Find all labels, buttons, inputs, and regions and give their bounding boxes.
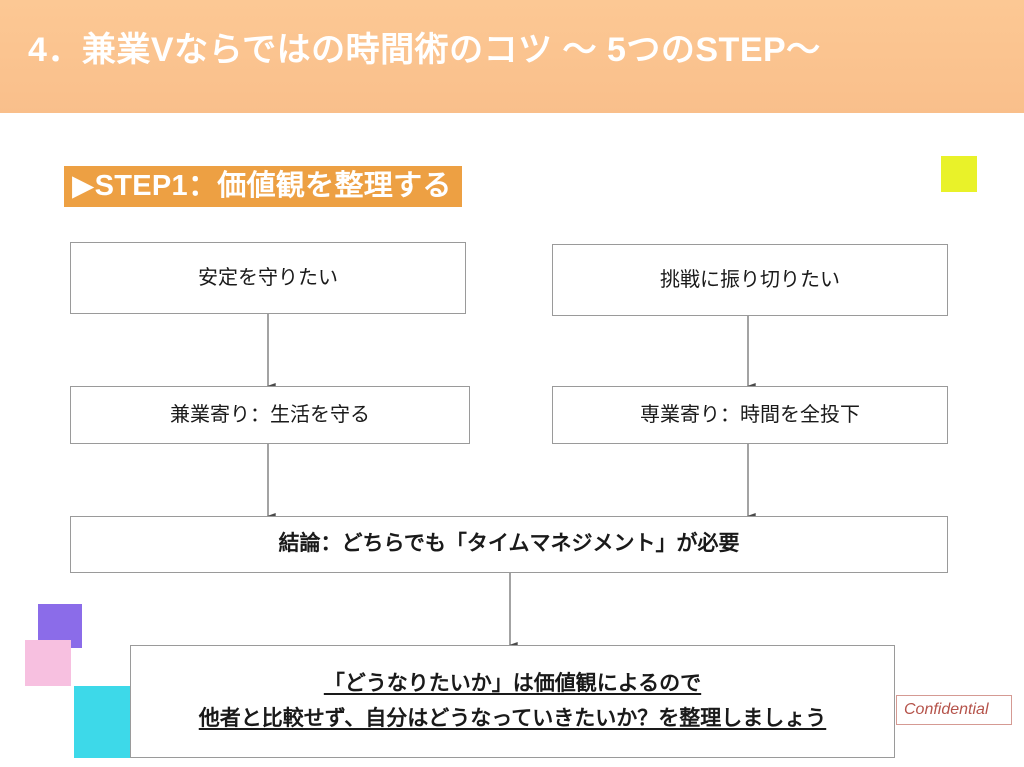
flow-box-conclusion-label: 結論：どちらでも「タイムマネジメント」が必要 <box>278 532 740 556</box>
flow-box-challenge-label: 挑戦に振り切りたい <box>660 268 840 291</box>
flow-box-stability: 安定を守りたい <box>70 242 466 314</box>
flow-box-side-job: 兼業寄り：生活を守る <box>70 386 470 444</box>
flow-box-challenge: 挑戦に振り切りたい <box>552 244 948 316</box>
confidential-badge: Confidential <box>896 695 1012 725</box>
flow-box-summary: 「どうなりたいか」は価値観によるので 他者と比較せず、自分はどうなっていきたいか… <box>130 645 895 758</box>
flow-box-summary-line2: 他者と比較せず、自分はどうなっていきたいか？を整理しましょう <box>198 706 827 730</box>
confidential-label: Confidential <box>904 701 989 718</box>
flow-box-stability-label: 安定を守りたい <box>198 266 338 289</box>
step-banner-label: ▶STEP1：価値観を整理する <box>72 170 452 202</box>
flow-box-full-time-label: 専業寄り：時間を全投下 <box>640 403 860 426</box>
flow-box-full-time: 専業寄り：時間を全投下 <box>552 386 948 444</box>
flow-box-conclusion: 結論：どちらでも「タイムマネジメント」が必要 <box>70 516 948 573</box>
decor-square-pink <box>25 640 71 686</box>
slide-title-band: 4．兼業Vならではの時間術のコツ ～ 5つのSTEP～ <box>0 0 1024 113</box>
flow-box-side-job-label: 兼業寄り：生活を守る <box>170 403 370 426</box>
step-banner: ▶STEP1：価値観を整理する <box>64 166 462 207</box>
decor-square-green <box>941 156 977 192</box>
flow-box-summary-line1: 「どうなりたいか」は価値観によるので <box>323 671 702 695</box>
page-title: 4．兼業Vならではの時間術のコツ ～ 5つのSTEP～ <box>28 31 821 69</box>
